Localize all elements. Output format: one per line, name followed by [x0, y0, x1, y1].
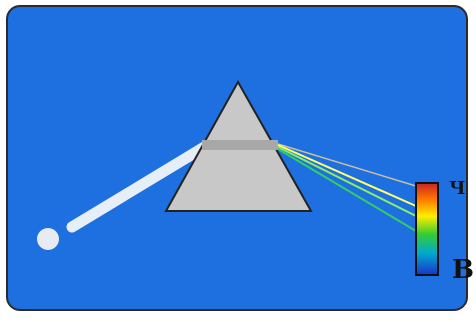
spectrum-bar	[416, 183, 438, 275]
light-source	[37, 228, 59, 250]
dispersed-ray-red	[278, 144, 416, 186]
refracted-beam-inside-prism	[202, 140, 278, 150]
spectrum-bottom-label: В	[452, 257, 474, 283]
spectrum-top-label: Ч	[449, 180, 465, 198]
